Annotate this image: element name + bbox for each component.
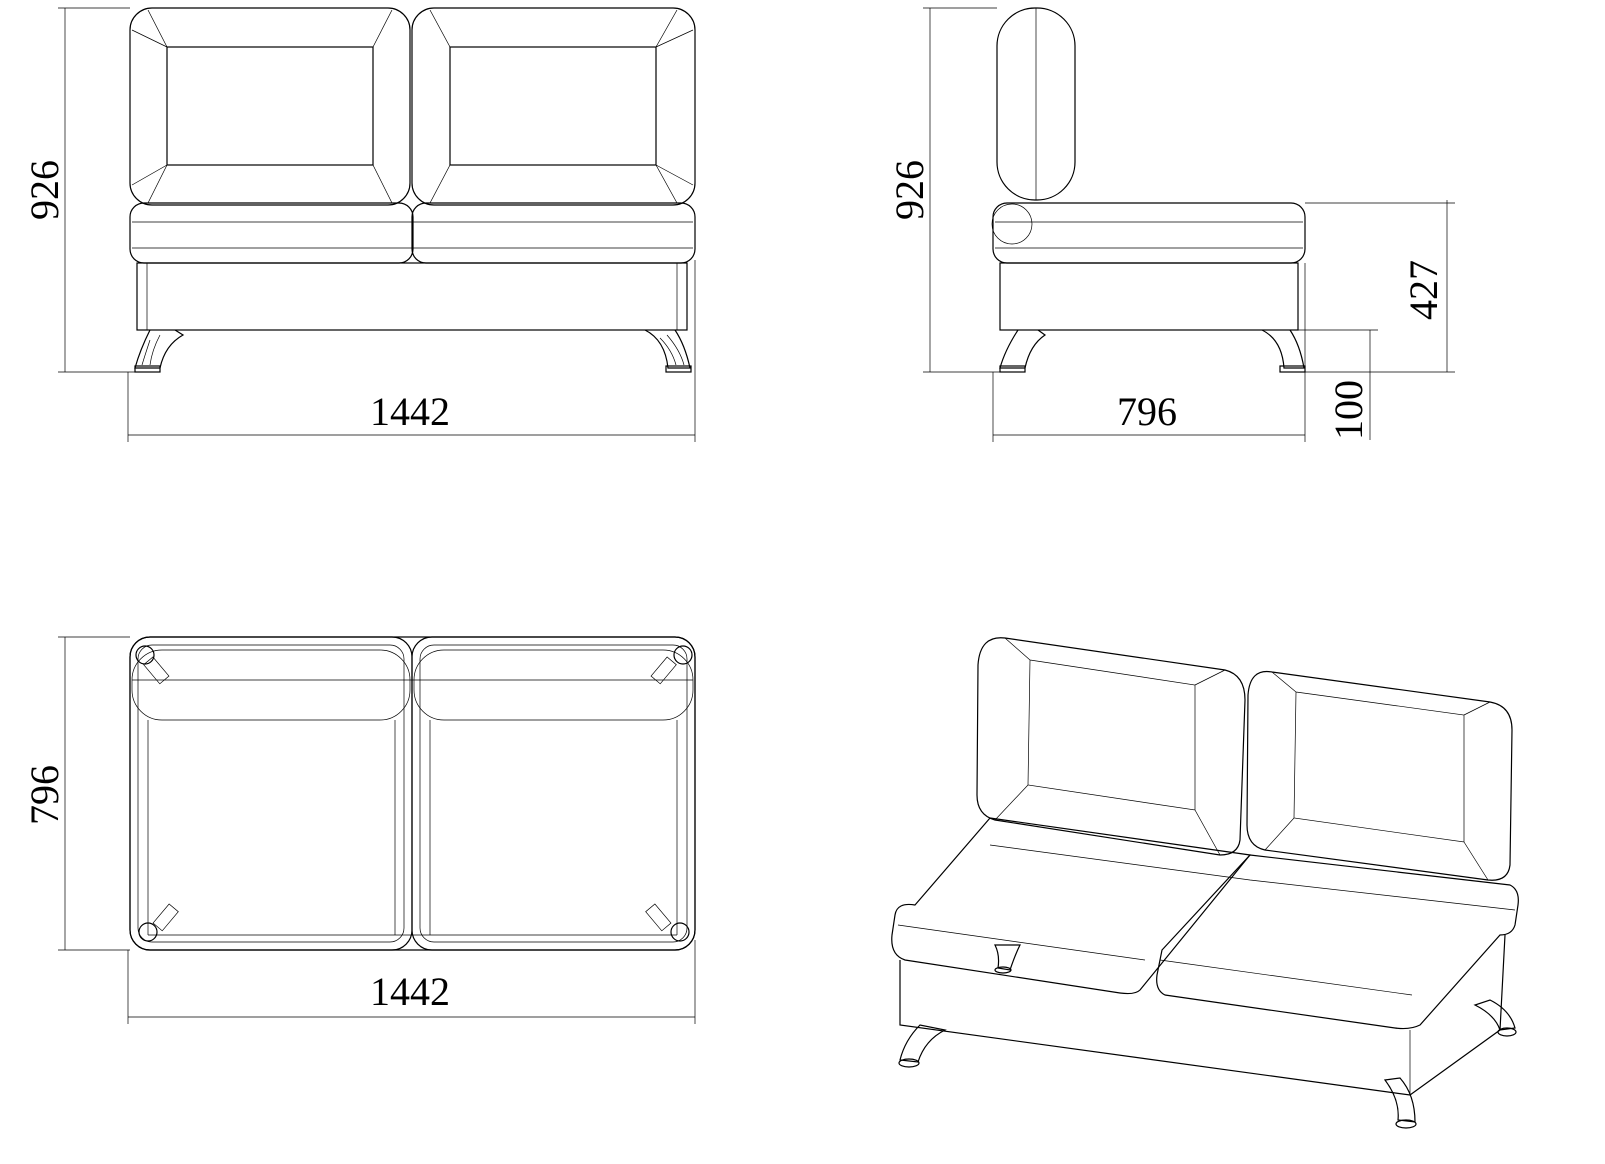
dimension-label: 1442 bbox=[370, 389, 450, 434]
dimension-label: 796 bbox=[22, 765, 67, 825]
legs bbox=[134, 329, 692, 373]
sofa-base bbox=[899, 934, 1506, 1096]
back-cushion-right bbox=[1246, 670, 1513, 881]
sofa-base bbox=[136, 262, 688, 331]
leg-markers bbox=[135, 645, 693, 942]
back-cushion-left bbox=[976, 637, 1246, 856]
legs bbox=[999, 329, 1306, 373]
seat-profile bbox=[991, 202, 1306, 331]
dimension-depth: 796 bbox=[992, 263, 1306, 442]
dimension-label: 1442 bbox=[370, 969, 450, 1014]
isometric-view bbox=[891, 637, 1519, 1129]
dimension-label: 926 bbox=[887, 160, 932, 220]
front-view: 926 1442 bbox=[22, 7, 696, 442]
back-cushion-left bbox=[129, 7, 411, 206]
dimension-depth: 796 bbox=[22, 636, 130, 951]
dimension-label: 100 bbox=[1326, 380, 1371, 440]
dimension-label: 427 bbox=[1401, 260, 1446, 320]
top-view: 796 1442 bbox=[22, 636, 696, 1024]
dimension-leg-height: 100 bbox=[1290, 329, 1378, 440]
dimension-label: 796 bbox=[1117, 389, 1177, 434]
dimension-height: 926 bbox=[887, 7, 1000, 373]
seat-cushions bbox=[891, 817, 1519, 1030]
legs bbox=[898, 944, 1517, 1129]
seat-cushions bbox=[129, 202, 696, 264]
dimension-width: 1442 bbox=[127, 260, 696, 442]
dimension-seat-height: 427 bbox=[1305, 200, 1455, 373]
dimension-label: 926 bbox=[22, 160, 67, 220]
side-view: 926 427 100 796 bbox=[887, 7, 1455, 442]
dimension-height: 926 bbox=[22, 7, 135, 373]
dimension-width: 1442 bbox=[127, 940, 696, 1024]
back-cushion-right bbox=[411, 7, 696, 206]
